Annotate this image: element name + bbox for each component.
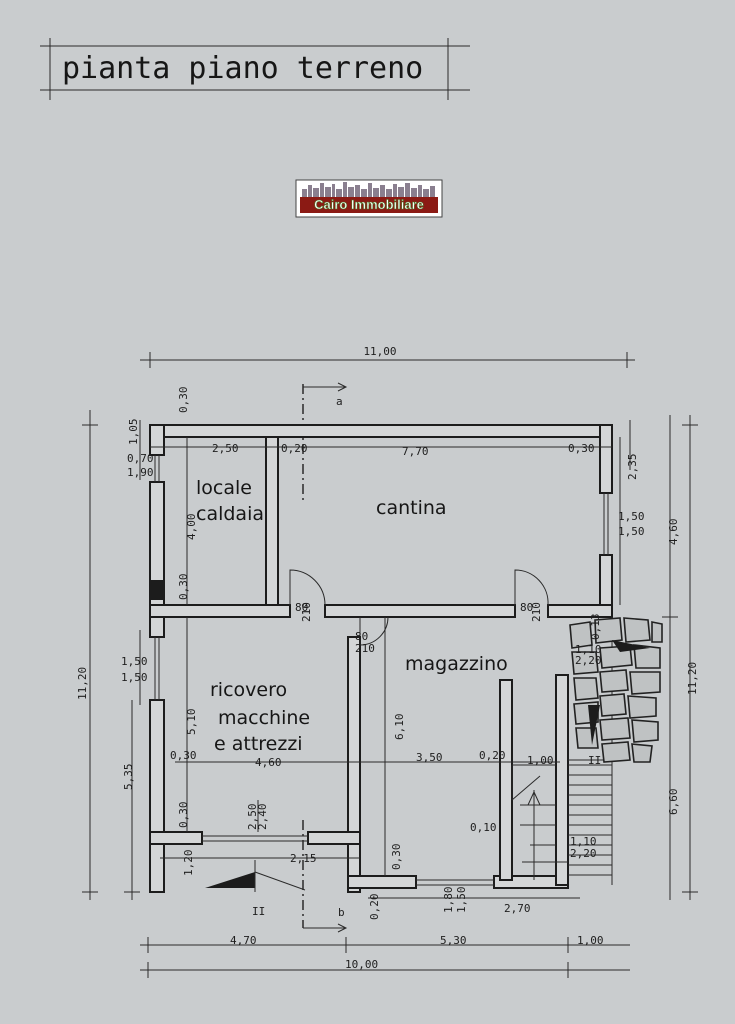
svg-text:1,10: 1,10 xyxy=(570,835,597,848)
title-block: pianta piano terreno xyxy=(40,38,470,100)
logo: Cairo Immobiliare xyxy=(295,179,443,218)
svg-text:5,35: 5,35 xyxy=(122,764,135,791)
dim-top-total: 11,00 xyxy=(140,345,635,368)
svg-text:0,30: 0,30 xyxy=(177,387,190,414)
svg-text:0,30: 0,30 xyxy=(170,749,197,762)
svg-text:0,20: 0,20 xyxy=(479,749,506,762)
svg-text:2,50: 2,50 xyxy=(212,442,239,455)
svg-text:4,60: 4,60 xyxy=(667,519,680,546)
section-mark-b: b xyxy=(302,820,348,933)
svg-text:1,90: 1,90 xyxy=(127,466,154,479)
room-labels: locale caldaia cantina magazzino ricover… xyxy=(196,477,508,755)
svg-text:0,30: 0,30 xyxy=(177,802,190,829)
svg-text:10,00: 10,00 xyxy=(345,958,378,971)
logo-text: Cairo Immobiliare xyxy=(314,197,424,212)
dim-outer xyxy=(82,410,698,978)
svg-text:4,00: 4,00 xyxy=(185,514,198,541)
svg-text:80: 80 xyxy=(355,630,368,643)
svg-text:6,10: 6,10 xyxy=(393,714,406,741)
room-label-macchine: macchine xyxy=(218,707,310,729)
svg-text:2,20: 2,20 xyxy=(570,847,597,860)
svg-text:3,50: 3,50 xyxy=(416,751,443,764)
svg-text:210: 210 xyxy=(300,602,313,622)
svg-text:2,50: 2,50 xyxy=(246,804,259,831)
svg-text:0,30: 0,30 xyxy=(177,574,190,601)
svg-text:11,20: 11,20 xyxy=(686,662,699,695)
svg-text:5,10: 5,10 xyxy=(185,709,198,736)
svg-text:1,50: 1,50 xyxy=(618,510,645,523)
svg-text:2,40: 2,40 xyxy=(256,804,269,831)
staircase xyxy=(511,764,612,880)
room-label-ricovero: ricovero xyxy=(210,679,287,701)
svg-text:1,80: 1,80 xyxy=(442,887,455,914)
logo-band xyxy=(300,197,438,213)
svg-text:0,13: 0,13 xyxy=(589,614,602,641)
svg-text:1,50: 1,50 xyxy=(455,887,468,914)
plan-title: pianta piano terreno xyxy=(62,51,423,86)
dim-lines xyxy=(150,437,621,899)
svg-text:a: a xyxy=(336,395,343,408)
svg-text:2,20: 2,20 xyxy=(575,654,602,667)
svg-text:0,20: 0,20 xyxy=(368,894,381,921)
section-cut-label-bottom: II xyxy=(252,905,265,918)
svg-text:1,00: 1,00 xyxy=(527,754,554,767)
svg-text:11,20: 11,20 xyxy=(76,667,89,700)
svg-text:1,20: 1,20 xyxy=(182,850,195,877)
section-mark-a: a xyxy=(302,382,348,500)
room-label-attrezzi: e attrezzi xyxy=(214,733,303,755)
svg-text:80: 80 xyxy=(520,601,533,614)
svg-text:2,15: 2,15 xyxy=(290,852,317,865)
svg-text:0,70: 0,70 xyxy=(127,452,154,465)
entrance-arrow-icon xyxy=(205,872,255,888)
svg-text:11,00: 11,00 xyxy=(363,345,396,358)
svg-text:0,20: 0,20 xyxy=(281,442,308,455)
svg-text:0,30: 0,30 xyxy=(390,844,403,871)
svg-text:2,70: 2,70 xyxy=(504,902,531,915)
arrow-marker-icon xyxy=(612,640,650,652)
svg-text:210: 210 xyxy=(530,602,543,622)
doors xyxy=(289,569,549,646)
skyline-icon xyxy=(302,182,435,197)
svg-text:b: b xyxy=(338,906,345,919)
svg-text:1,00: 1,00 xyxy=(577,934,604,947)
room-label-caldaia: caldaia xyxy=(196,503,264,525)
svg-text:7,70: 7,70 xyxy=(402,445,429,458)
arrow-up-icon xyxy=(527,790,541,806)
room-label-locale: locale xyxy=(196,477,252,499)
svg-text:1,10: 1,10 xyxy=(575,643,602,656)
section-cut-label-stair: II xyxy=(588,754,601,767)
svg-text:2,35: 2,35 xyxy=(626,454,639,481)
dim-texts-vertical: 0,30 1,05 4,00 2,35 4,60 0,30 210 210 0,… xyxy=(76,387,699,921)
window-lines xyxy=(154,455,613,886)
dim-texts-horizontal: 2,50 0,20 7,70 0,30 0,70 1,90 1,50 1,50 … xyxy=(121,442,645,971)
room-label-magazzino: magazzino xyxy=(405,653,508,675)
svg-text:1,50: 1,50 xyxy=(121,655,148,668)
svg-text:210: 210 xyxy=(355,642,375,655)
stone-wall xyxy=(569,617,663,763)
svg-text:5,30: 5,30 xyxy=(440,934,467,947)
svg-text:1,50: 1,50 xyxy=(618,525,645,538)
svg-text:6,60: 6,60 xyxy=(667,789,680,816)
svg-text:4,60: 4,60 xyxy=(255,756,282,769)
svg-text:0,30: 0,30 xyxy=(568,442,595,455)
svg-text:1,50: 1,50 xyxy=(121,671,148,684)
svg-text:1,05: 1,05 xyxy=(127,419,140,446)
room-label-cantina: cantina xyxy=(376,497,447,519)
svg-text:4,70: 4,70 xyxy=(230,934,257,947)
svg-text:80: 80 xyxy=(295,601,308,614)
svg-text:0,10: 0,10 xyxy=(470,821,497,834)
